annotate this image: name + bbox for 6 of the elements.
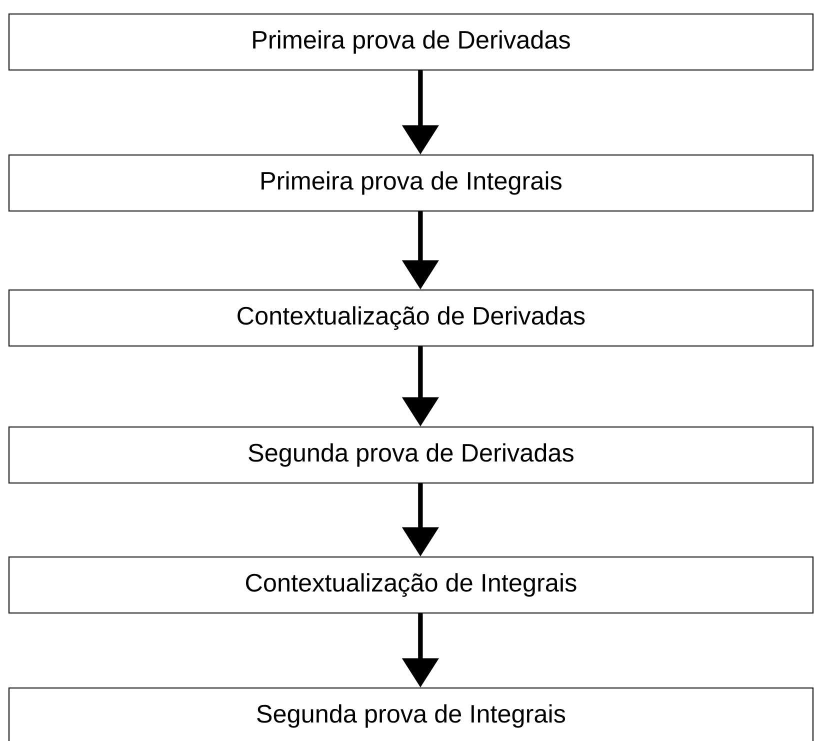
process-box: Segunda prova de Derivadas (8, 426, 814, 484)
process-box: Primeira prova de Derivadas (8, 13, 814, 71)
process-box: Primeira prova de Integrais (8, 154, 814, 212)
process-box: Segunda prova de Integrais (8, 687, 814, 741)
process-box: Contextualização de Derivadas (8, 289, 814, 347)
process-box: Contextualização de Integrais (8, 556, 814, 614)
